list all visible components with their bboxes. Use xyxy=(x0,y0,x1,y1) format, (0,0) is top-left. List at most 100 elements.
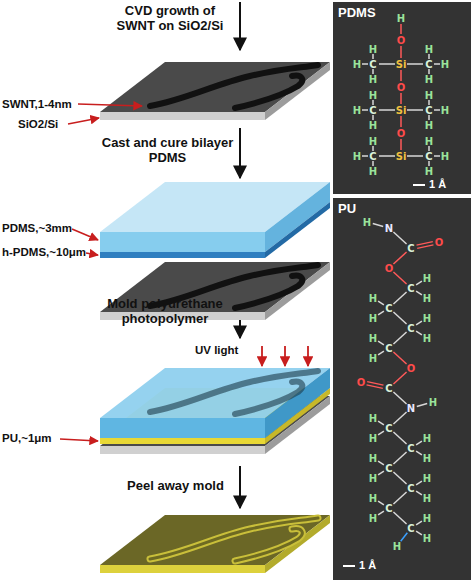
atom-symbol: C xyxy=(407,323,414,334)
chemical-bond xyxy=(373,224,383,227)
chemical-bond xyxy=(416,491,422,495)
chemical-bond xyxy=(400,116,402,127)
atom-symbol: H xyxy=(423,473,431,484)
chemical-bond xyxy=(367,382,383,385)
molecule-panel: PUNHCOOCHHCHHCHHCHHOCONHCHHCHHCHHCHHCHHC… xyxy=(333,198,471,580)
atom-symbol: C xyxy=(425,105,432,116)
part-label: h-PDMS,~10μm xyxy=(2,246,86,259)
part-label: SiO2/Si xyxy=(18,118,58,131)
chemical-bond xyxy=(400,24,402,34)
atom-symbol: O xyxy=(397,128,406,139)
chemical-bond xyxy=(416,451,422,455)
chemical-bond xyxy=(393,312,406,324)
atom-symbol: H xyxy=(369,90,377,101)
chemical-bond xyxy=(428,161,430,166)
step-text: Mold polyurethane photopolymer xyxy=(95,296,235,326)
chemical-bond xyxy=(416,521,422,525)
atom-symbol: C xyxy=(385,383,392,394)
atom-symbol: H xyxy=(397,13,405,24)
chemical-bond xyxy=(393,492,406,504)
chemical-bond xyxy=(400,70,402,81)
step-text: Cast and cure bilayer PDMS xyxy=(100,135,235,165)
atom-symbol: H xyxy=(369,353,377,364)
atom-symbol: H xyxy=(425,120,433,131)
atom-symbol: N xyxy=(385,223,393,234)
chemical-bond xyxy=(416,281,422,285)
chemical-bond xyxy=(379,63,395,65)
chemical-bond xyxy=(393,512,406,524)
atom-symbol: C xyxy=(369,105,376,116)
chemical-bond xyxy=(379,109,395,111)
chemical-bond xyxy=(372,69,374,74)
atom-symbol: C xyxy=(385,343,392,354)
chemical-bond xyxy=(378,341,384,345)
molecule-panel: PDMSHOSiCHHHCHHHOSiCHHHCHHHOSiCHHHCHHH1 … xyxy=(333,2,471,194)
part-label: PDMS,~3mm xyxy=(2,222,72,235)
atom-symbol: H xyxy=(369,136,377,147)
chemical-bond xyxy=(393,392,406,404)
chemical-bond xyxy=(393,432,406,444)
atom-symbol: Si xyxy=(396,151,407,162)
chemical-bond xyxy=(362,63,368,65)
chemical-bond xyxy=(417,242,433,245)
chemical-bond xyxy=(407,155,423,157)
leader-arrows xyxy=(60,104,142,441)
atom-symbol: H xyxy=(423,333,431,344)
atom-symbol: H xyxy=(423,273,431,284)
atom-symbol: O xyxy=(385,263,394,274)
scale-bar xyxy=(343,565,355,567)
chemical-bond xyxy=(362,109,368,111)
chemical-bond xyxy=(393,292,406,304)
atom-symbol: C xyxy=(425,151,432,162)
chemical-bond xyxy=(428,115,430,120)
chemical-bond xyxy=(378,431,384,435)
chemical-bond xyxy=(416,291,422,295)
atom-symbol: C xyxy=(407,243,414,254)
atom-symbol: H xyxy=(353,105,361,116)
chemical-bond xyxy=(379,155,395,157)
atom-symbol: H xyxy=(429,397,437,408)
chemical-bond xyxy=(393,232,406,244)
atom-symbol: C xyxy=(369,59,376,70)
atom-symbol: H xyxy=(425,44,433,55)
scale-bar xyxy=(413,184,425,186)
atom-symbol: H xyxy=(369,166,377,177)
substrate-step1 xyxy=(100,62,330,120)
atom-symbol: H xyxy=(423,433,431,444)
atom-symbol: H xyxy=(425,74,433,85)
pu-replica xyxy=(100,515,330,573)
chemical-bond xyxy=(393,412,406,424)
chemical-bond xyxy=(378,421,384,425)
atom-symbol: H xyxy=(393,541,401,552)
atom-symbol: C xyxy=(385,503,392,514)
h-pdms-layer xyxy=(100,202,330,258)
step-text: CVD growth of SWNT on SiO2/Si xyxy=(105,3,235,33)
chemical-bond xyxy=(378,501,384,505)
chemical-bond xyxy=(417,404,427,407)
atom-symbol: C xyxy=(385,423,392,434)
atom-symbol: O xyxy=(407,363,416,374)
part-label: PU,~1μm xyxy=(2,432,52,445)
chemical-bond xyxy=(393,252,406,264)
chemical-bond xyxy=(416,531,422,535)
atom-symbol: H xyxy=(441,59,449,70)
pdms-mold xyxy=(100,182,330,252)
chemical-bond xyxy=(400,139,402,150)
chemical-bond xyxy=(372,161,374,166)
chemical-bond xyxy=(378,461,384,465)
atom-symbol: H xyxy=(353,151,361,162)
atom-symbol: C xyxy=(425,59,432,70)
atom-symbol: H xyxy=(423,533,431,544)
chemical-bond xyxy=(407,63,423,65)
chemical-bond xyxy=(378,471,384,475)
atom-symbol: H xyxy=(423,453,431,464)
chemical-bond xyxy=(393,332,406,344)
atom-symbol: C xyxy=(407,443,414,454)
part-label: SWNT,1-4nm xyxy=(2,98,72,111)
atom-symbol: H xyxy=(425,166,433,177)
chemical-bond xyxy=(378,301,384,305)
atom-symbol: C xyxy=(407,283,414,294)
uv-arrows xyxy=(262,346,308,366)
atom-symbol: H xyxy=(353,59,361,70)
chemical-bond xyxy=(378,311,384,315)
